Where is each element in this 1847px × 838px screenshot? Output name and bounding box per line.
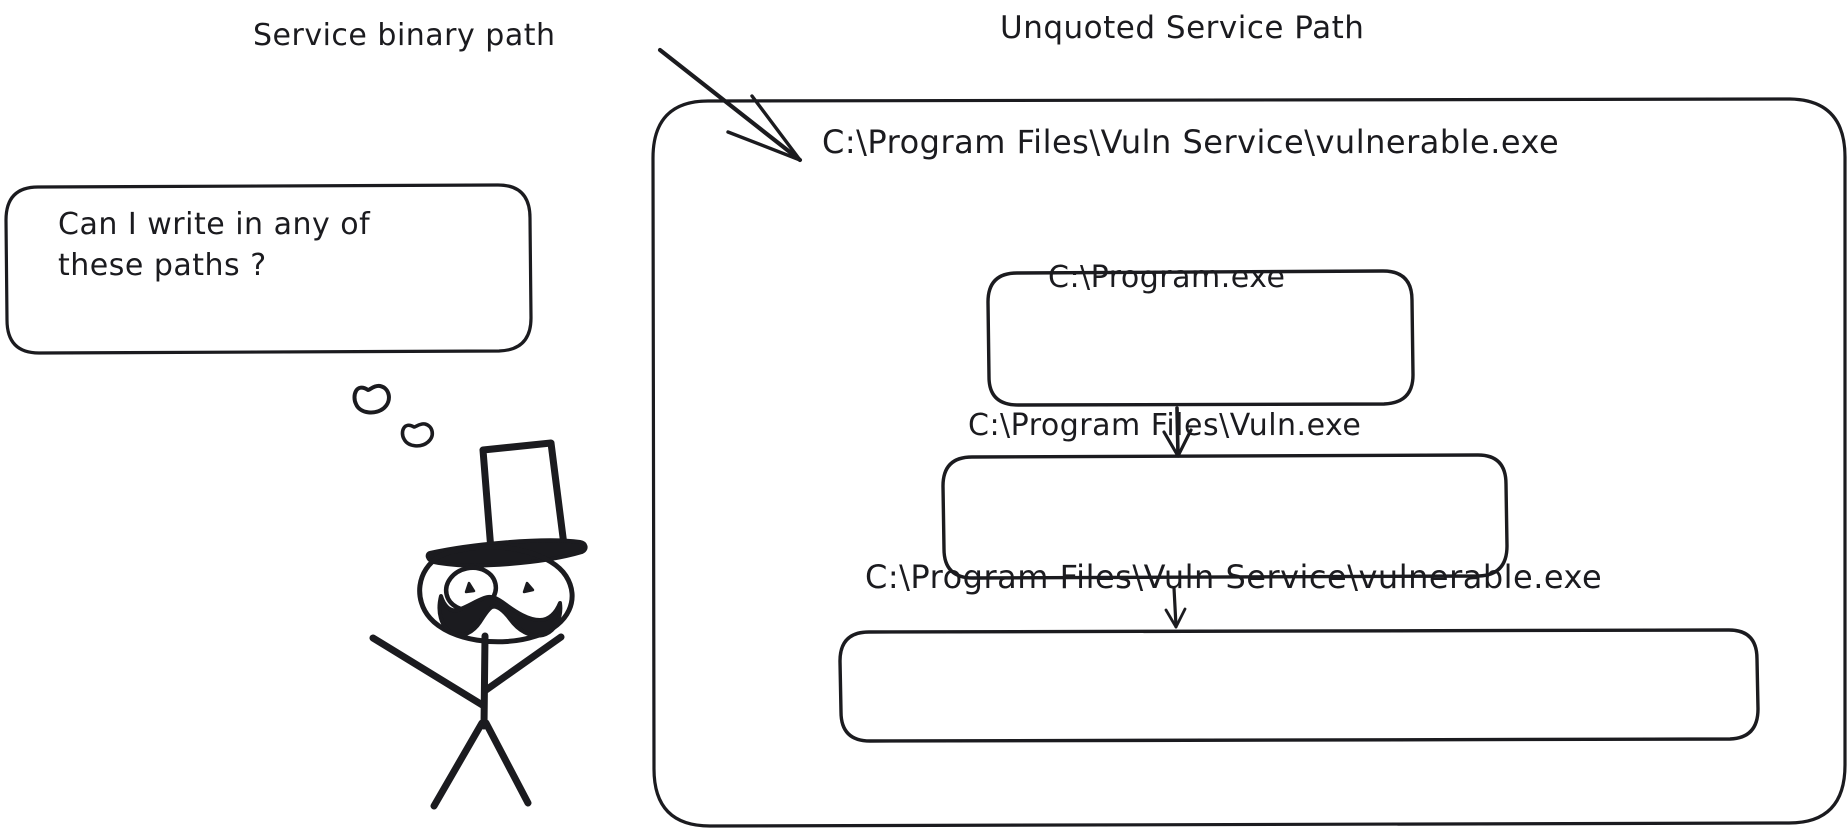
box-2-outline xyxy=(941,453,1509,580)
mustache xyxy=(437,594,563,638)
box-3-outline xyxy=(838,628,1760,743)
left-arm xyxy=(369,634,488,710)
right-eye xyxy=(522,581,535,594)
annotation-label-service-binary-path: Service binary path xyxy=(253,18,556,53)
thought-bubble-shape xyxy=(4,183,533,448)
candidate-path-box-2 xyxy=(941,453,1509,580)
candidate-path-box-3 xyxy=(838,628,1760,743)
unquoted-service-path-container xyxy=(651,97,1847,828)
thought-puff-large xyxy=(352,383,391,415)
thought-puff-small xyxy=(400,422,435,448)
candidate-path-label-3: C:\Program Files\Vuln Service\vulnerable… xyxy=(865,558,1603,596)
annotation-arrow-down-right-icon xyxy=(657,47,803,163)
service-binary-path-value: C:\Program Files\Vuln Service\vulnerable… xyxy=(822,123,1560,161)
outer-box-outline xyxy=(651,97,1847,828)
head-outline xyxy=(417,544,575,645)
left-leg xyxy=(430,719,486,810)
thought-bubble-line-1: Can I write in any of xyxy=(58,207,371,242)
candidate-path-box-1 xyxy=(986,269,1415,407)
thought-bubble-line-2: these paths ? xyxy=(58,248,267,283)
candidate-path-label-2: C:\Program Files\Vuln.exe xyxy=(968,408,1362,443)
connector-1-arrow-down-icon xyxy=(1162,406,1193,458)
box-1-outline xyxy=(986,269,1415,407)
connector-2-arrow-down-icon xyxy=(1164,586,1187,629)
right-arm xyxy=(482,633,565,694)
left-eye-pupil xyxy=(464,581,476,594)
stick-figure-character xyxy=(369,439,588,810)
diagram-title: Unquoted Service Path xyxy=(1000,10,1365,46)
body-spine xyxy=(480,632,489,730)
candidate-path-label-1: C:\Program.exe xyxy=(1048,260,1286,295)
right-leg xyxy=(482,719,532,807)
thought-bubble-outline xyxy=(4,183,533,355)
